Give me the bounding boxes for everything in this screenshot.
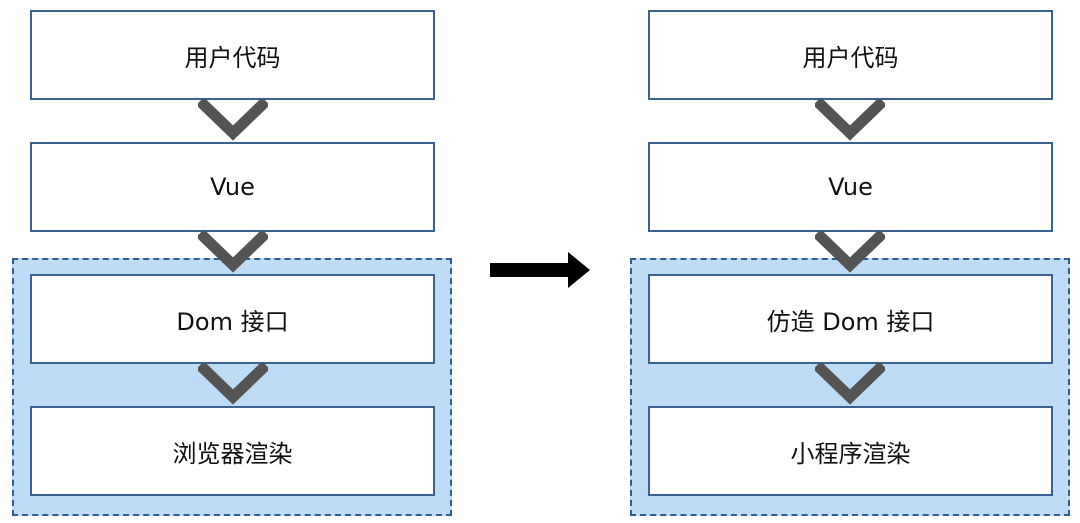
left-vue-box: Vue	[30, 142, 435, 232]
left-user-code-box: 用户代码	[30, 10, 435, 100]
right-miniprogram-render-label: 小程序渲染	[790, 439, 911, 468]
arrow-right-icon	[490, 252, 590, 288]
left-user-code-label: 用户代码	[184, 43, 281, 72]
right-user-code-label: 用户代码	[802, 43, 899, 72]
left-dom-api-label: Dom 接口	[176, 307, 289, 336]
left-vue-label: Vue	[210, 173, 255, 201]
chevron-down-icon	[198, 363, 268, 409]
chevron-down-icon	[198, 231, 268, 277]
left-browser-render-label: 浏览器渲染	[172, 439, 293, 468]
right-fake-dom-api-label: 仿造 Dom 接口	[766, 307, 935, 336]
right-vue-box: Vue	[648, 142, 1053, 232]
chevron-down-icon	[815, 231, 885, 277]
right-miniprogram-render-box: 小程序渲染	[648, 406, 1053, 496]
right-fake-dom-api-box: 仿造 Dom 接口	[648, 274, 1053, 364]
chevron-down-icon	[198, 99, 268, 145]
right-vue-label: Vue	[828, 173, 873, 201]
chevron-down-icon	[815, 363, 885, 409]
left-browser-render-box: 浏览器渲染	[30, 406, 435, 496]
left-dom-api-box: Dom 接口	[30, 274, 435, 364]
right-user-code-box: 用户代码	[648, 10, 1053, 100]
chevron-down-icon	[815, 99, 885, 145]
